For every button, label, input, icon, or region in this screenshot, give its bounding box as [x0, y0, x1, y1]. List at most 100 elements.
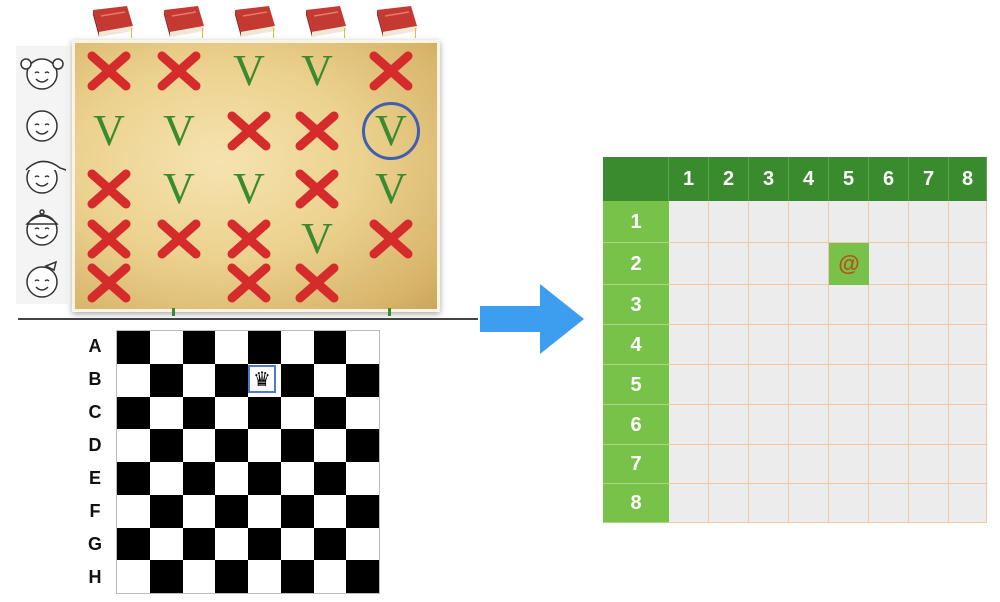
grid-cell: [709, 285, 749, 325]
grid-cell: [789, 445, 829, 484]
student-faces-column: [16, 46, 68, 304]
grid-cell: [869, 325, 909, 365]
wrong-mark-icon: [157, 219, 201, 259]
wrong-mark-icon: [295, 111, 339, 151]
grid-row-header: 7: [603, 445, 669, 484]
chess-square: [117, 560, 150, 594]
grid-cell: [749, 285, 789, 325]
grid-cell: [909, 243, 949, 285]
grid-column-header: 2: [709, 157, 749, 201]
wrong-mark-icon: [369, 51, 413, 91]
wrong-mark-icon: [87, 263, 131, 303]
wrong-mark-icon: [227, 111, 271, 151]
grid-cell: [749, 243, 789, 285]
chess-square: [313, 396, 347, 430]
grid-cell: [709, 484, 749, 523]
grid-cell: [789, 201, 829, 243]
grid-column-header: 8: [949, 157, 987, 201]
grid-column-header: 3: [749, 157, 789, 201]
chess-square: [149, 527, 183, 561]
chess-square: [215, 396, 249, 430]
wrong-mark-icon: [369, 219, 413, 259]
book-marker: [131, 28, 132, 38]
chess-row-label: H: [88, 567, 102, 587]
chessboard: [116, 330, 380, 594]
grid-cell: [949, 201, 987, 243]
chess-square: [280, 494, 314, 528]
wrong-mark-icon: [227, 219, 271, 259]
correct-mark: V: [163, 106, 195, 155]
chess-square: [248, 396, 281, 430]
correct-mark: V: [233, 164, 265, 213]
chess-square: [182, 560, 216, 594]
chess-square: [182, 494, 216, 528]
grid-cell: [949, 484, 987, 523]
grid-cell: [909, 484, 949, 523]
grid-cell: [909, 325, 949, 365]
book-marker: [344, 28, 345, 38]
grid-cell: [789, 365, 829, 405]
grid-column-header: 5: [829, 157, 869, 201]
book-icon: [235, 6, 275, 37]
chess-square: [248, 429, 281, 463]
chess-row-label: C: [88, 402, 102, 422]
grid-cell: [789, 285, 829, 325]
chess-square: [149, 494, 183, 528]
chess-square: [313, 560, 347, 594]
chess-square: [248, 494, 281, 528]
chess-square: [313, 462, 347, 495]
chess-square: [182, 331, 216, 364]
grid-row-header: 3: [603, 285, 669, 325]
grid-cell: [749, 405, 789, 445]
chess-square: [280, 396, 314, 430]
grid-cell: [749, 484, 789, 523]
correct-mark: V: [301, 214, 333, 263]
grid-cell: [949, 445, 987, 484]
chess-square: [182, 429, 216, 463]
highlight-circle: [362, 102, 420, 160]
grid-cell: [669, 484, 709, 523]
book-icon: [93, 6, 133, 37]
grid-cell: [789, 325, 829, 365]
chess-square: [248, 527, 281, 561]
chess-row-label: B: [88, 369, 102, 389]
grid-cell: [829, 484, 869, 523]
grid-cell: [669, 405, 709, 445]
grid-cell: [869, 445, 909, 484]
chess-square: [248, 462, 281, 495]
chess-square: [215, 429, 249, 463]
grid-cell: [789, 484, 829, 523]
grid-cell: [749, 365, 789, 405]
chess-square: [346, 429, 380, 463]
book-marker: [202, 28, 203, 38]
chess-square: [215, 494, 249, 528]
grid-cell: [949, 365, 987, 405]
wrong-mark-icon: [295, 169, 339, 209]
chess-square: [215, 560, 249, 594]
grid-cell: [709, 325, 749, 365]
correct-mark: V: [93, 106, 125, 155]
chess-square: [117, 331, 150, 364]
grid-cell: [869, 405, 909, 445]
grid-cell: [789, 405, 829, 445]
correct-mark: V: [301, 46, 333, 95]
chess-square: [182, 527, 216, 561]
chess-square: [117, 494, 150, 528]
grid-cell: [749, 445, 789, 484]
queen-piece: ♛: [248, 365, 276, 393]
chess-square: [149, 363, 183, 397]
grid-cell: [669, 445, 709, 484]
answer-sheet-tick: [388, 308, 391, 316]
wrong-mark-icon: [227, 263, 271, 303]
grid-cell: [709, 445, 749, 484]
chess-square: [313, 363, 347, 397]
grid-cell: [829, 445, 869, 484]
correct-mark: V: [163, 164, 195, 213]
correct-mark: V: [375, 164, 407, 213]
wrong-mark-icon: [157, 51, 201, 91]
chess-square: [346, 396, 380, 430]
grid-cell: [669, 201, 709, 243]
chess-square: [346, 363, 380, 397]
